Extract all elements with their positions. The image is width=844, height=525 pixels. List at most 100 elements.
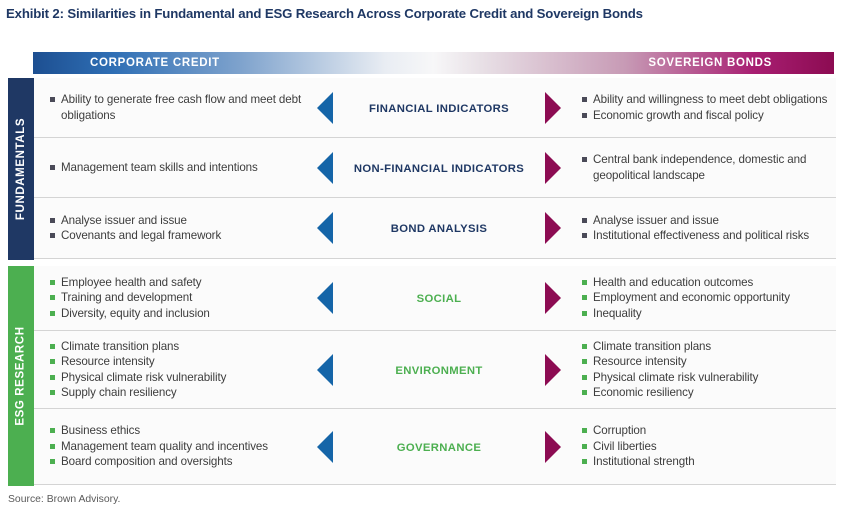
section-esg-research: ESG RESEARCH Employee health and safety … (8, 266, 836, 486)
left-arrow-icon (317, 430, 333, 463)
center-label: FINANCIAL INDICATORS (368, 102, 510, 115)
list-item: Central bank independence, domestic and … (582, 152, 828, 183)
list-item: Ability and willingness to meet debt obl… (582, 92, 828, 108)
table-row: Management team skills and intentions NO… (34, 138, 836, 198)
row-right-cell: Ability and willingness to meet debt obl… (574, 92, 836, 123)
center-label: ENVIRONMENT (395, 364, 483, 377)
row-right-cell: Climate transition plans Resource intens… (574, 339, 836, 401)
section-label-fundamentals-text: FUNDAMENTALS (15, 117, 28, 221)
arrow-right-container (532, 151, 574, 184)
left-arrow-icon (317, 212, 333, 244)
list-item: Supply chain resiliency (50, 385, 304, 401)
left-arrow-icon (317, 91, 333, 124)
row-right-cell: Health and education outcomes Employment… (574, 275, 836, 322)
list-item: Resource intensity (50, 354, 304, 370)
row-center-cell: ENVIRONMENT (346, 361, 532, 379)
arrow-left-container (304, 151, 346, 184)
table-row: Climate transition plans Resource intens… (34, 331, 836, 409)
arrow-right-container (532, 430, 574, 463)
list-item: Ability to generate free cash flow and m… (50, 92, 304, 123)
section-label-esg-research: ESG RESEARCH (8, 266, 34, 486)
arrow-left-container (304, 430, 346, 463)
arrow-left-container (304, 91, 346, 124)
esg-rows: Employee health and safety Training and … (34, 266, 836, 486)
arrow-left-container (304, 353, 346, 386)
row-left-cell: Employee health and safety Training and … (34, 275, 304, 322)
list-item: Institutional strength (582, 454, 828, 470)
arrow-right-container (532, 282, 574, 314)
row-right-cell: Central bank independence, domestic and … (574, 152, 836, 183)
row-center-cell: BOND ANALYSIS (346, 219, 532, 237)
bullet-list-right: Ability and willingness to meet debt obl… (582, 92, 828, 123)
list-item: Analyse issuer and issue (582, 213, 828, 229)
row-left-cell: Analyse issuer and issue Covenants and l… (34, 213, 304, 244)
row-center-cell: GOVERNANCE (346, 438, 532, 456)
row-center-cell: NON-FINANCIAL INDICATORS (346, 159, 532, 177)
table-row: Ability to generate free cash flow and m… (34, 78, 836, 138)
bullet-list-right: Health and education outcomes Employment… (582, 275, 828, 322)
bullet-list-right: Climate transition plans Resource intens… (582, 339, 828, 401)
center-label: SOCIAL (416, 293, 462, 305)
list-item: Physical climate risk vulnerability (50, 370, 304, 386)
bullet-list-left: Management team skills and intentions (50, 160, 304, 176)
list-item: Management team skills and intentions (50, 160, 304, 176)
row-right-cell: Corruption Civil liberties Institutional… (574, 423, 836, 470)
left-arrow-icon (317, 151, 333, 184)
list-item: Corruption (582, 423, 828, 439)
page-title: Exhibit 2: Similarities in Fundamental a… (6, 6, 643, 21)
arrow-right-container (532, 353, 574, 386)
list-item: Covenants and legal framework (50, 228, 304, 244)
list-item: Economic growth and fiscal policy (582, 108, 828, 124)
list-item: Economic resiliency (582, 385, 828, 401)
section-label-fundamentals: FUNDAMENTALS (8, 78, 34, 260)
row-center-cell: FINANCIAL INDICATORS (346, 99, 532, 117)
left-arrow-icon (317, 353, 333, 386)
row-left-cell: Business ethics Management team quality … (34, 423, 304, 470)
bullet-list-right: Corruption Civil liberties Institutional… (582, 423, 828, 470)
row-left-cell: Ability to generate free cash flow and m… (34, 92, 304, 123)
list-item: Inequality (582, 306, 828, 322)
right-arrow-icon (545, 282, 561, 314)
list-item: Board composition and oversights (50, 454, 304, 470)
right-arrow-icon (545, 353, 561, 386)
bullet-list-left: Analyse issuer and issue Covenants and l… (50, 213, 304, 244)
center-label: NON-FINANCIAL INDICATORS (353, 162, 525, 175)
list-item: Analyse issuer and issue (50, 213, 304, 229)
header-label-sovereign-bonds: SOVEREIGN BONDS (648, 57, 772, 69)
row-left-cell: Management team skills and intentions (34, 160, 304, 176)
center-label: BOND ANALYSIS (390, 223, 488, 235)
right-arrow-icon (545, 151, 561, 184)
list-item: Health and education outcomes (582, 275, 828, 291)
bullet-list-left: Climate transition plans Resource intens… (50, 339, 304, 401)
right-arrow-icon (545, 430, 561, 463)
table-row: Employee health and safety Training and … (34, 266, 836, 331)
bullet-list-left: Employee health and safety Training and … (50, 275, 304, 322)
bullet-list-left: Ability to generate free cash flow and m… (50, 92, 304, 123)
table-row: Business ethics Management team quality … (34, 409, 836, 485)
bullet-list-right: Central bank independence, domestic and … (582, 152, 828, 183)
list-item: Physical climate risk vulnerability (582, 370, 828, 386)
table-row: Analyse issuer and issue Covenants and l… (34, 198, 836, 259)
list-item: Diversity, equity and inclusion (50, 306, 304, 322)
right-arrow-icon (545, 91, 561, 124)
bullet-list-right: Analyse issuer and issue Institutional e… (582, 213, 828, 244)
bullet-list-left: Business ethics Management team quality … (50, 423, 304, 470)
row-right-cell: Analyse issuer and issue Institutional e… (574, 213, 836, 244)
left-arrow-icon (317, 282, 333, 314)
row-left-cell: Climate transition plans Resource intens… (34, 339, 304, 401)
list-item: Management team quality and incentives (50, 439, 304, 455)
list-item: Climate transition plans (50, 339, 304, 355)
row-center-cell: SOCIAL (346, 289, 532, 307)
arrow-right-container (532, 91, 574, 124)
section-fundamentals: FUNDAMENTALS Ability to generate free ca… (8, 78, 836, 260)
section-label-esg-research-text: ESG RESEARCH (15, 326, 27, 426)
arrow-right-container (532, 212, 574, 244)
source-note: Source: Brown Advisory. (8, 494, 121, 505)
list-item: Employment and economic opportunity (582, 290, 828, 306)
list-item: Business ethics (50, 423, 304, 439)
arrow-left-container (304, 212, 346, 244)
right-arrow-icon (545, 212, 561, 244)
fundamentals-rows: Ability to generate free cash flow and m… (34, 78, 836, 260)
list-item: Training and development (50, 290, 304, 306)
